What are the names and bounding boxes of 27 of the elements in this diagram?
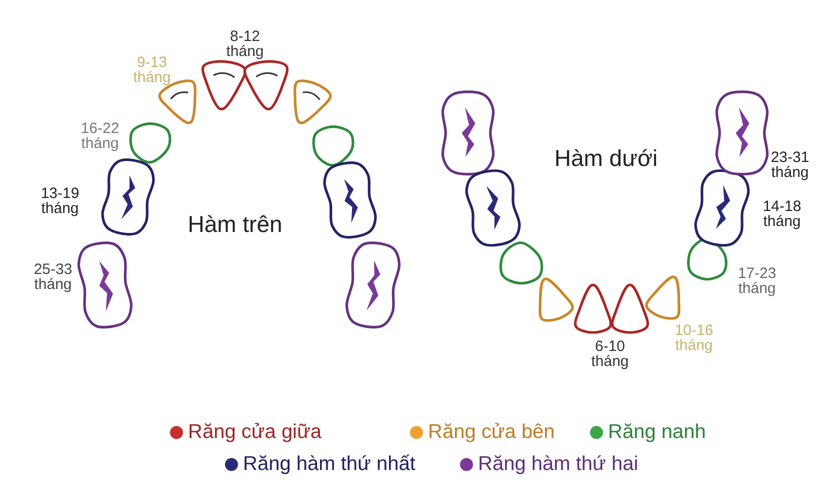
molar-tooth xyxy=(442,93,494,173)
age-label: 9-13 tháng xyxy=(132,55,172,85)
incisor-tooth xyxy=(574,284,612,334)
age-label: 6-10 tháng xyxy=(590,339,630,369)
molar-tooth xyxy=(716,93,768,173)
jaw-label: Hàm dưới xyxy=(554,147,658,170)
jaw-label: Hàm trên xyxy=(188,213,282,236)
legend-text: Răng hàm thứ hai xyxy=(478,453,638,476)
incisor-tooth xyxy=(200,60,246,110)
age-label: 16-22 tháng xyxy=(80,121,120,151)
age-label: 23-31 tháng xyxy=(770,150,810,180)
age-label: 14-18 tháng xyxy=(762,199,802,229)
legend-text: Răng cửa bên xyxy=(428,421,555,444)
age-label: 13-19 tháng xyxy=(40,186,80,216)
legend-text: Răng cửa giữa xyxy=(188,421,322,444)
incisor-tooth xyxy=(611,284,649,334)
age-label: 10-16 tháng xyxy=(674,323,714,353)
canine-tooth xyxy=(498,241,544,285)
legend-text: Răng hàm thứ nhất xyxy=(243,453,416,476)
legend-text: Răng nanh xyxy=(608,421,706,444)
incisor-tooth xyxy=(244,60,290,110)
canine-tooth xyxy=(686,237,728,281)
canine-tooth xyxy=(311,125,355,167)
age-label: 17-23 tháng xyxy=(736,266,778,296)
age-label: 8-12 tháng xyxy=(225,29,265,59)
age-label: 25-33 tháng xyxy=(32,262,74,292)
canine-tooth xyxy=(128,122,172,164)
